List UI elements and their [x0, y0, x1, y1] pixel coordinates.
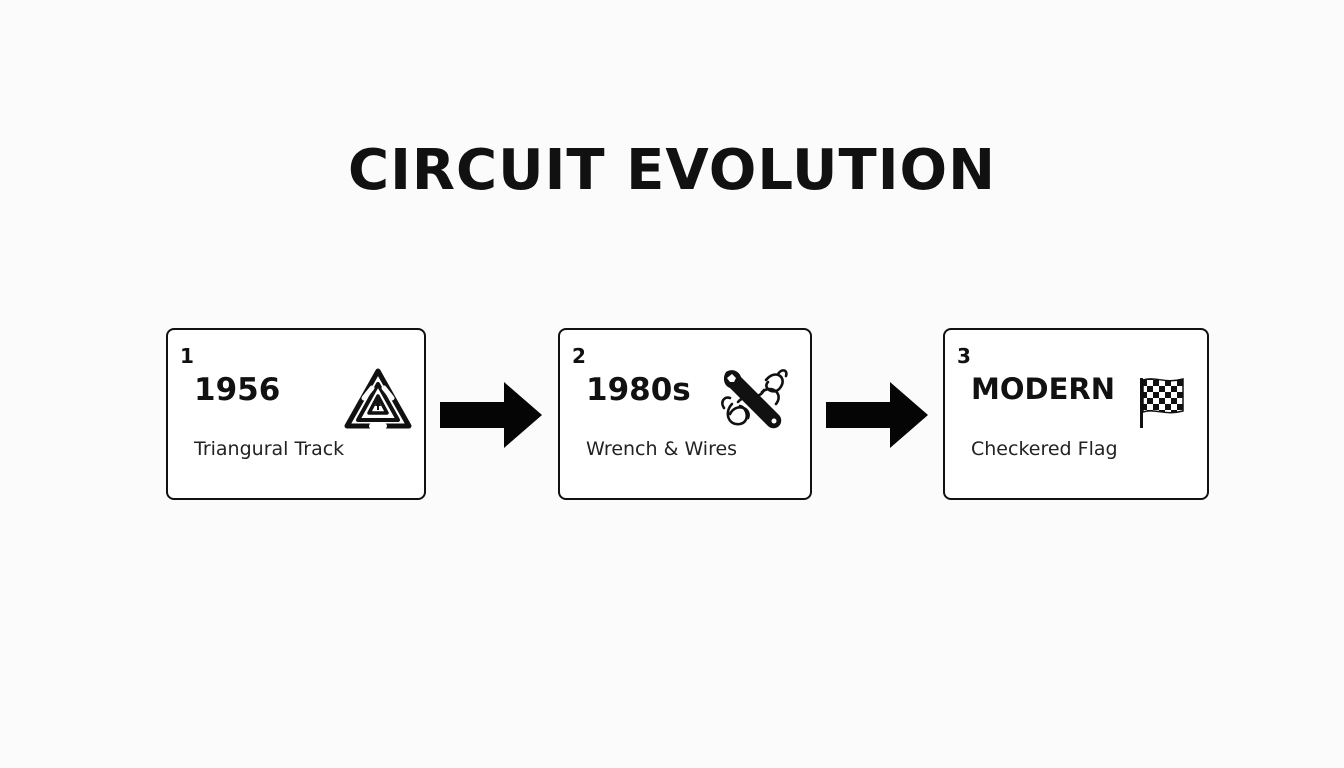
step-card-1980s: 2 1980s Wrench & Wires: [558, 328, 812, 500]
step-number: 1: [180, 344, 194, 368]
step-number: 2: [572, 344, 586, 368]
step-era: 1980s: [586, 372, 691, 408]
step-era: MODERN: [971, 372, 1115, 406]
checkered-flag-icon: [1140, 378, 1184, 428]
step-caption: Wrench & Wires: [586, 438, 738, 460]
arrow-right-icon: [826, 382, 928, 448]
step-caption: Triangural Track: [194, 438, 345, 460]
step-card-1956: 1 1956 Triangural Track: [166, 328, 426, 500]
step-caption: Checkered Flag: [971, 438, 1118, 460]
wrench-wires-icon: [721, 369, 788, 429]
diagram-title: CIRCUIT EVOLUTION: [347, 138, 997, 203]
arrow-right-icon: [440, 382, 542, 448]
step-card-modern: 3 MODERN Checkered Flag: [943, 328, 1209, 500]
step-era: 1956: [194, 372, 281, 408]
triangular-track-icon: [344, 368, 412, 429]
step-number: 3: [957, 344, 971, 368]
